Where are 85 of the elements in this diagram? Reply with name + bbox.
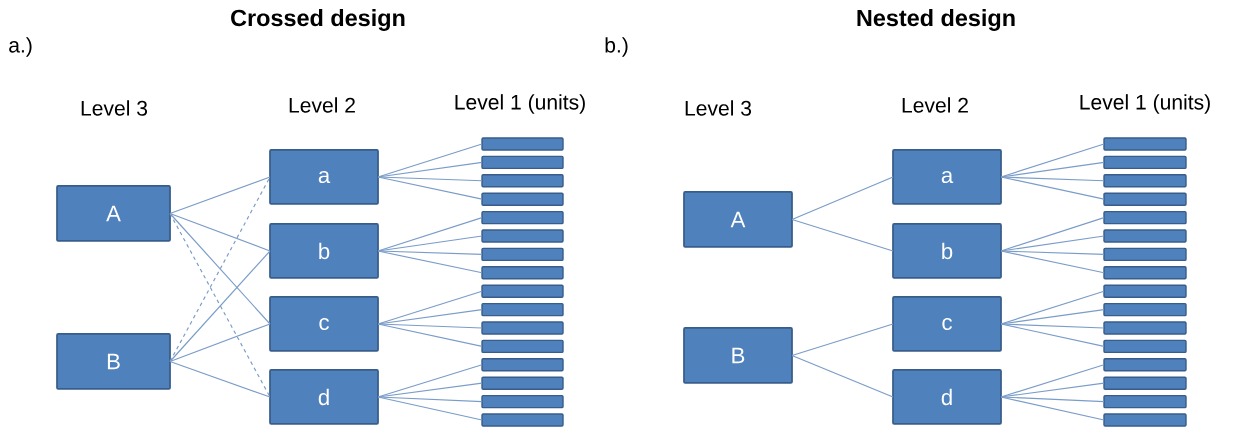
link-line: [377, 217, 483, 252]
unit-bar: [481, 321, 564, 335]
unit-bar: [1103, 302, 1187, 317]
unit-bar: [481, 413, 564, 427]
level-box: a: [892, 149, 1002, 205]
panel-letter: b.): [605, 37, 628, 57]
level-box: c: [892, 296, 1002, 352]
link-line: [377, 250, 483, 255]
unit-bar: [1103, 376, 1187, 390]
link-line: [169, 360, 271, 398]
unit-bar: [1103, 137, 1187, 151]
unit-bar: [481, 302, 564, 317]
link-line: [377, 323, 483, 329]
link-line: [169, 212, 271, 252]
level-box: B: [56, 333, 171, 390]
unit-bar: [481, 339, 564, 354]
unit-bar: [1103, 394, 1187, 409]
link-line: [169, 250, 271, 363]
unit-bar: [481, 229, 564, 243]
level-box: d: [269, 369, 379, 425]
link-line: [377, 396, 483, 403]
unit-bar: [1103, 174, 1187, 188]
level-box: a: [269, 149, 379, 205]
link-line: [791, 218, 894, 252]
unit-bar: [481, 155, 564, 170]
level-heading: Level 2: [289, 97, 355, 113]
unit-bar: [481, 266, 564, 280]
level-box: A: [683, 191, 793, 248]
link-line: [1000, 250, 1105, 274]
link-line: [1000, 176, 1105, 182]
level-box: B: [683, 327, 793, 384]
link-line: [791, 176, 894, 221]
unit-bar: [1103, 247, 1187, 262]
link-line: [377, 250, 483, 274]
link-line: [1000, 143, 1105, 178]
unit-bar: [481, 192, 564, 206]
level-box: A: [56, 185, 171, 242]
unit-bar: [481, 394, 564, 409]
unit-bar: [1103, 210, 1187, 225]
unit-bar: [1103, 284, 1187, 298]
link-line: [1000, 217, 1105, 252]
unit-bar: [1103, 339, 1187, 354]
link-line: [1000, 290, 1105, 325]
link-line: [791, 354, 894, 398]
link-line: [1000, 176, 1105, 200]
unit-bar: [481, 358, 564, 372]
level-heading: Level 1 (units): [1080, 94, 1210, 114]
link-line: [377, 323, 483, 347]
level-heading: Level 1 (units): [455, 94, 585, 114]
panel-title: Crossed design: [231, 9, 405, 31]
link-line: [1000, 323, 1105, 347]
unit-bar: [481, 174, 564, 188]
unit-bar: [1103, 266, 1187, 280]
level-box: c: [269, 296, 379, 352]
unit-bar: [1103, 321, 1187, 335]
link-line: [169, 323, 271, 363]
link-line: [791, 323, 894, 357]
panel-letter: a.): [9, 37, 32, 57]
dashed-link-line: [169, 212, 271, 398]
unit-bar: [481, 247, 564, 262]
unit-bar: [481, 376, 564, 390]
link-line: [1000, 323, 1105, 329]
level-heading: Level 2: [902, 97, 968, 113]
link-line: [1000, 396, 1105, 421]
level-heading: Level 3: [685, 100, 752, 116]
link-line: [377, 176, 483, 182]
level-box: b: [269, 223, 379, 279]
unit-bar: [1103, 229, 1187, 243]
panel-title: Nested design: [857, 9, 1015, 31]
unit-bar: [481, 210, 564, 225]
level-box: d: [892, 369, 1002, 425]
level-box: b: [892, 223, 1002, 279]
unit-bar: [1103, 358, 1187, 372]
link-line: [377, 396, 483, 421]
unit-bar: [1103, 192, 1187, 206]
link-line: [377, 176, 483, 200]
link-line: [1000, 250, 1105, 255]
level-heading: Level 3: [81, 100, 148, 116]
unit-bar: [481, 284, 564, 298]
unit-bar: [481, 137, 564, 151]
link-line: [169, 176, 271, 215]
link-line: [169, 212, 271, 325]
unit-bar: [1103, 413, 1187, 427]
unit-bar: [1103, 155, 1187, 170]
link-line: [1000, 396, 1105, 403]
